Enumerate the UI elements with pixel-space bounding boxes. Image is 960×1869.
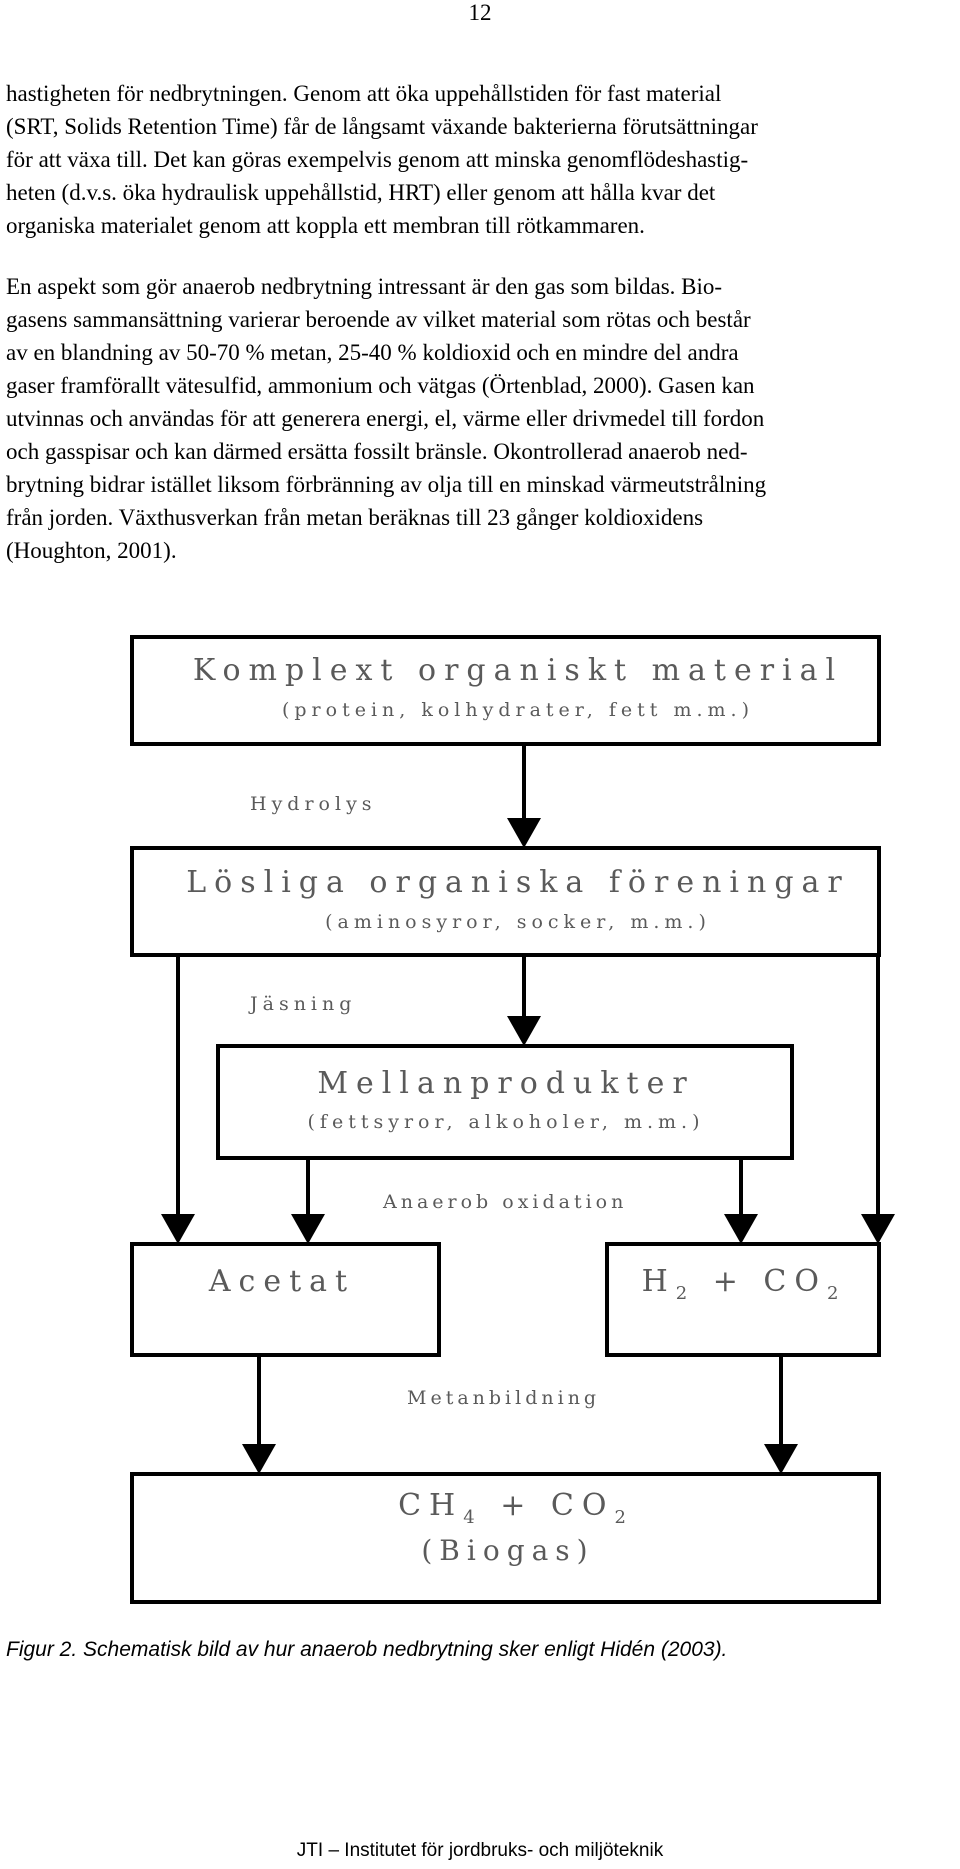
arrowhead-mellan-acetat (291, 1214, 325, 1244)
text-line: En aspekt som gör anaerob nedbrytning in… (6, 274, 723, 299)
label-jasning: Jäsning (248, 993, 356, 1015)
mellan-subtitle: (fettsyror, alkoholer, m.m.) (308, 1111, 705, 1133)
box-komplext (130, 635, 881, 746)
text-line: (Houghton, 2001). (6, 538, 177, 563)
box-acetat (130, 1242, 441, 1357)
text-line: gaser framförallt vätesulfid, ammonium o… (6, 373, 755, 398)
komplext-title: Komplext organiskt material (193, 653, 843, 688)
text-line: och gasspisar och kan därmed ersätta fos… (6, 439, 748, 464)
anaerobic-digestion-diagram: Komplext organiskt material (protein, ko… (130, 635, 895, 1604)
text-line: utvinnas och användas för att generera e… (6, 406, 765, 431)
acetat-title: Acetat (208, 1264, 355, 1299)
arrowhead-acetat-ch4 (242, 1444, 276, 1474)
arrowhead-h2-ch4 (764, 1444, 798, 1474)
ch4co2-subtitle: (Biogas) (421, 1534, 594, 1567)
label-anaerob-oxidation: Anaerob oxidation (382, 1191, 627, 1213)
box-h2co2 (605, 1242, 881, 1357)
text-line: brytning bidrar istället liksom förbränn… (6, 472, 767, 497)
losliga-subtitle: (aminosyror, socker, m.m.) (325, 911, 711, 933)
text-line: hastigheten för nedbrytningen. Genom att… (6, 81, 722, 106)
paragraph-biogas: En aspekt som gör anaerob nedbrytning in… (6, 270, 956, 567)
figure-caption: Figur 2. Schematisk bild av hur anaerob … (6, 1638, 728, 1661)
losliga-title: Lösliga organiska föreningar (186, 865, 850, 900)
text-line: organiska materialet genom att koppla et… (6, 213, 645, 238)
arrowhead-left-outer (161, 1214, 195, 1244)
h2co2-title: H2 + CO2 (642, 1264, 847, 1304)
mellan-title: Mellanprodukter (317, 1066, 694, 1101)
label-hydrolys: Hydrolys (250, 793, 377, 815)
arrowhead-hydrolys (507, 818, 541, 848)
paragraph-srt: hastigheten för nedbrytningen. Genom att… (6, 77, 956, 242)
box-mellan (216, 1044, 794, 1160)
text-line: (SRT, Solids Retention Time) får de lång… (6, 114, 758, 139)
text-line: av en blandning av 50-70 % metan, 25-40 … (6, 340, 739, 365)
page-number: 12 (468, 0, 492, 25)
box-ch4co2 (130, 1472, 881, 1604)
text-line: gasens sammansättning varierar beroende … (6, 307, 751, 332)
page-footer: JTI – Institutet för jordbruks- och milj… (296, 1840, 664, 1861)
komplext-subtitle: (protein, kolhydrater, fett m.m.) (282, 699, 754, 721)
text-line: från jorden. Växthusverkan från metan be… (6, 505, 704, 530)
arrowhead-right-outer (861, 1214, 895, 1244)
arrowhead-mellan-h2 (724, 1214, 758, 1244)
label-metanbildning: Metanbildning (407, 1387, 600, 1409)
box-losliga (130, 846, 881, 957)
arrowhead-jasning (507, 1016, 541, 1046)
text-line: heten (d.v.s. öka hydraulisk uppehållsti… (6, 180, 716, 205)
ch4co2-title: CH4 + CO2 (398, 1488, 634, 1528)
text-line: för att växa till. Det kan göras exempel… (6, 147, 749, 172)
